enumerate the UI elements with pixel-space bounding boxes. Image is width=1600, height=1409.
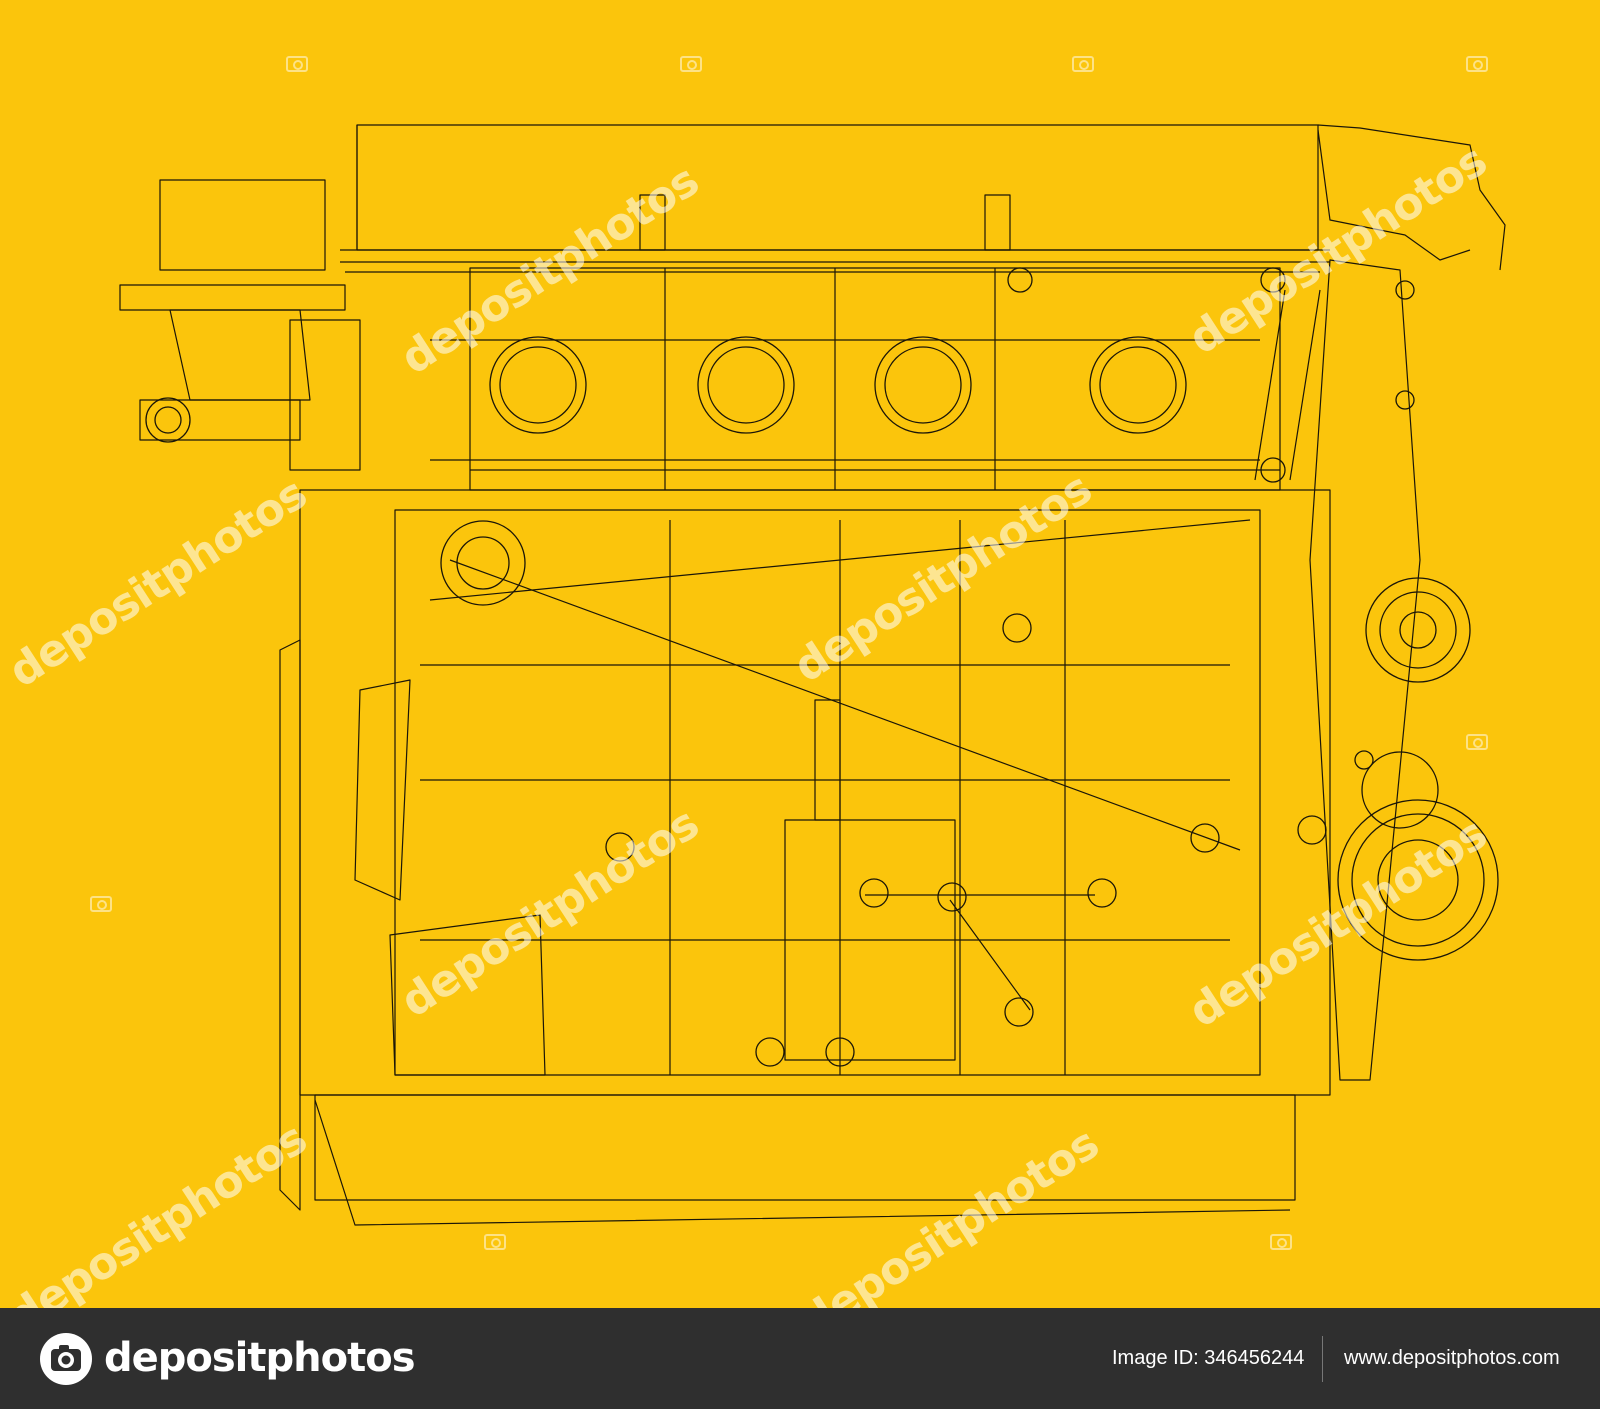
crank-pulley [1337, 799, 1499, 961]
left-bracket [159, 179, 326, 271]
intake-port-3 [874, 336, 972, 434]
footer-bar: depositphotos Image ID: 346456244 www.de… [0, 1308, 1600, 1409]
engine-outline [119, 124, 1506, 1226]
brand-logo-text: depositphotos [104, 1335, 416, 1381]
engine-wireframe-drawing [0, 0, 1600, 1308]
idler-pulley [1365, 577, 1471, 683]
canvas-background [0, 0, 1600, 1308]
engine-circles [145, 267, 1499, 1067]
intake-port-2 [697, 336, 795, 434]
oil-filter [440, 520, 526, 606]
intake-port-4 [1089, 336, 1187, 434]
timing-cover [1309, 259, 1421, 1081]
image-id-text: Image ID: 346456244 [1112, 1347, 1305, 1369]
footer-divider [1322, 1336, 1323, 1382]
intake-port-1 [489, 336, 587, 434]
illustration-canvas: depositphotos depositphotos depositphoto… [0, 0, 1600, 1308]
camera-logo-icon [40, 1333, 92, 1385]
oil-pan [314, 1094, 1296, 1201]
site-url[interactable]: www.depositphotos.com [1344, 1347, 1560, 1369]
